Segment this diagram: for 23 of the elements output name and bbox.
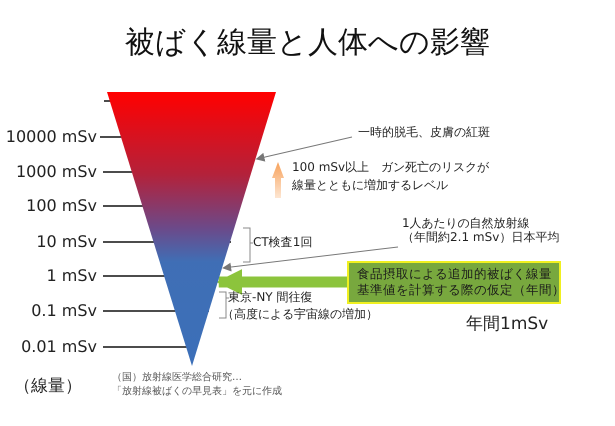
tick-label: 0.1 mSv bbox=[31, 302, 97, 320]
leader-line bbox=[222, 246, 398, 272]
unit-label: 年間1mSv bbox=[466, 315, 548, 335]
tick-label: 1 mSv bbox=[46, 267, 97, 286]
leader-line bbox=[256, 136, 352, 162]
annotation-text: 一時的脱毛、皮膚の紅斑 bbox=[358, 126, 490, 140]
title: 被ばく線量と人体への影響 bbox=[124, 26, 491, 60]
callout-box: 食品摂取による追加的被ばく線量 基準値を計算する際の仮定（年間） bbox=[347, 261, 561, 304]
axis-label: （線量） bbox=[14, 377, 82, 397]
annotation-text: 100 mSv以上 ガン死亡のリスクが bbox=[292, 161, 490, 175]
arrow bbox=[216, 269, 347, 295]
tick-label: 1000 mSv bbox=[16, 163, 97, 182]
annotation-text: （高度による宇宙線の増加） bbox=[222, 308, 378, 322]
tick-label: 10000 mSv bbox=[6, 128, 97, 146]
annotation-text: 線量とともに増加するレベル bbox=[292, 179, 448, 193]
annotation-text: 1人あたりの自然放射線 （年間約2.1 mSv）日本平均 bbox=[402, 217, 560, 245]
annotation-text: CT検査1回 bbox=[253, 236, 312, 250]
tick-label: 100 mSv bbox=[26, 197, 97, 216]
source-note: 「放射線被ばくの早見表」を元に作成 bbox=[112, 386, 282, 398]
tick-label: 10 mSv bbox=[36, 233, 97, 252]
annotation-text: 東京-NY 間往復 bbox=[228, 291, 312, 305]
tick-label: 0.01 mSv bbox=[21, 338, 97, 356]
source-note: （国）放射線医学総合研究… bbox=[112, 372, 242, 384]
